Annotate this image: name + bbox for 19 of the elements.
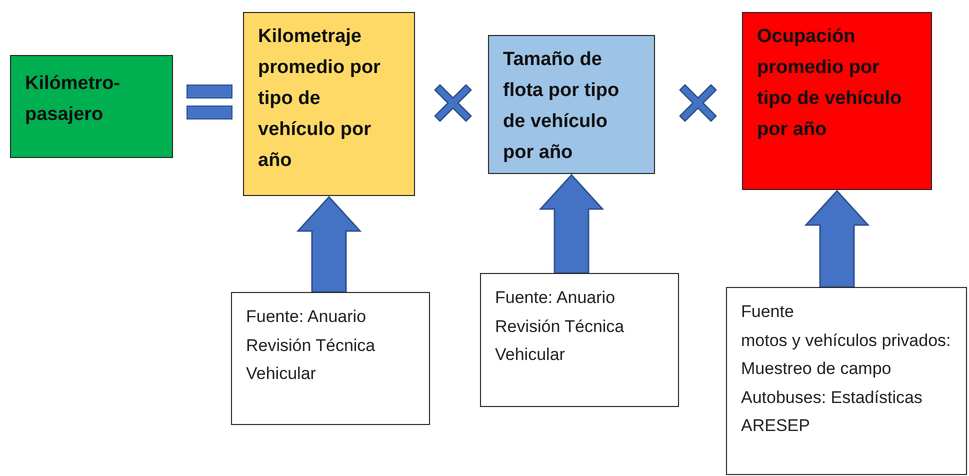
- source-text: Autobuses: Estadísticas ARESEP: [741, 386, 924, 437]
- source-box: [480, 273, 679, 407]
- process-box: [243, 12, 415, 196]
- source-text: motos y vehículos privados: Muestreo de campo: [741, 330, 952, 380]
- box-title: Kilometraje promedio por tipo de vehículo por año: [258, 25, 382, 173]
- box-title: Kilómetro-pasajero: [25, 72, 121, 127]
- source-text: Fuente: Anuario Revisión Técnica Vehicular: [495, 287, 626, 366]
- block-arrow: [538, 174, 604, 274]
- block-arrow: [804, 190, 870, 288]
- process-box: [10, 55, 173, 158]
- source-box: [231, 292, 430, 425]
- box-title: Tamaño de flota por tipo de vehículo por año: [503, 48, 620, 165]
- source-text: Fuente: [741, 301, 795, 323]
- process-box: [488, 35, 655, 174]
- block-arrow: [296, 196, 362, 293]
- source-box: [726, 287, 967, 475]
- process-box: [742, 12, 932, 190]
- source-text: Fuente: Anuario Revisión Técnica Vehicular: [246, 306, 376, 385]
- box-title: Ocupación promedio por tipo de vehículo por año: [757, 25, 903, 142]
